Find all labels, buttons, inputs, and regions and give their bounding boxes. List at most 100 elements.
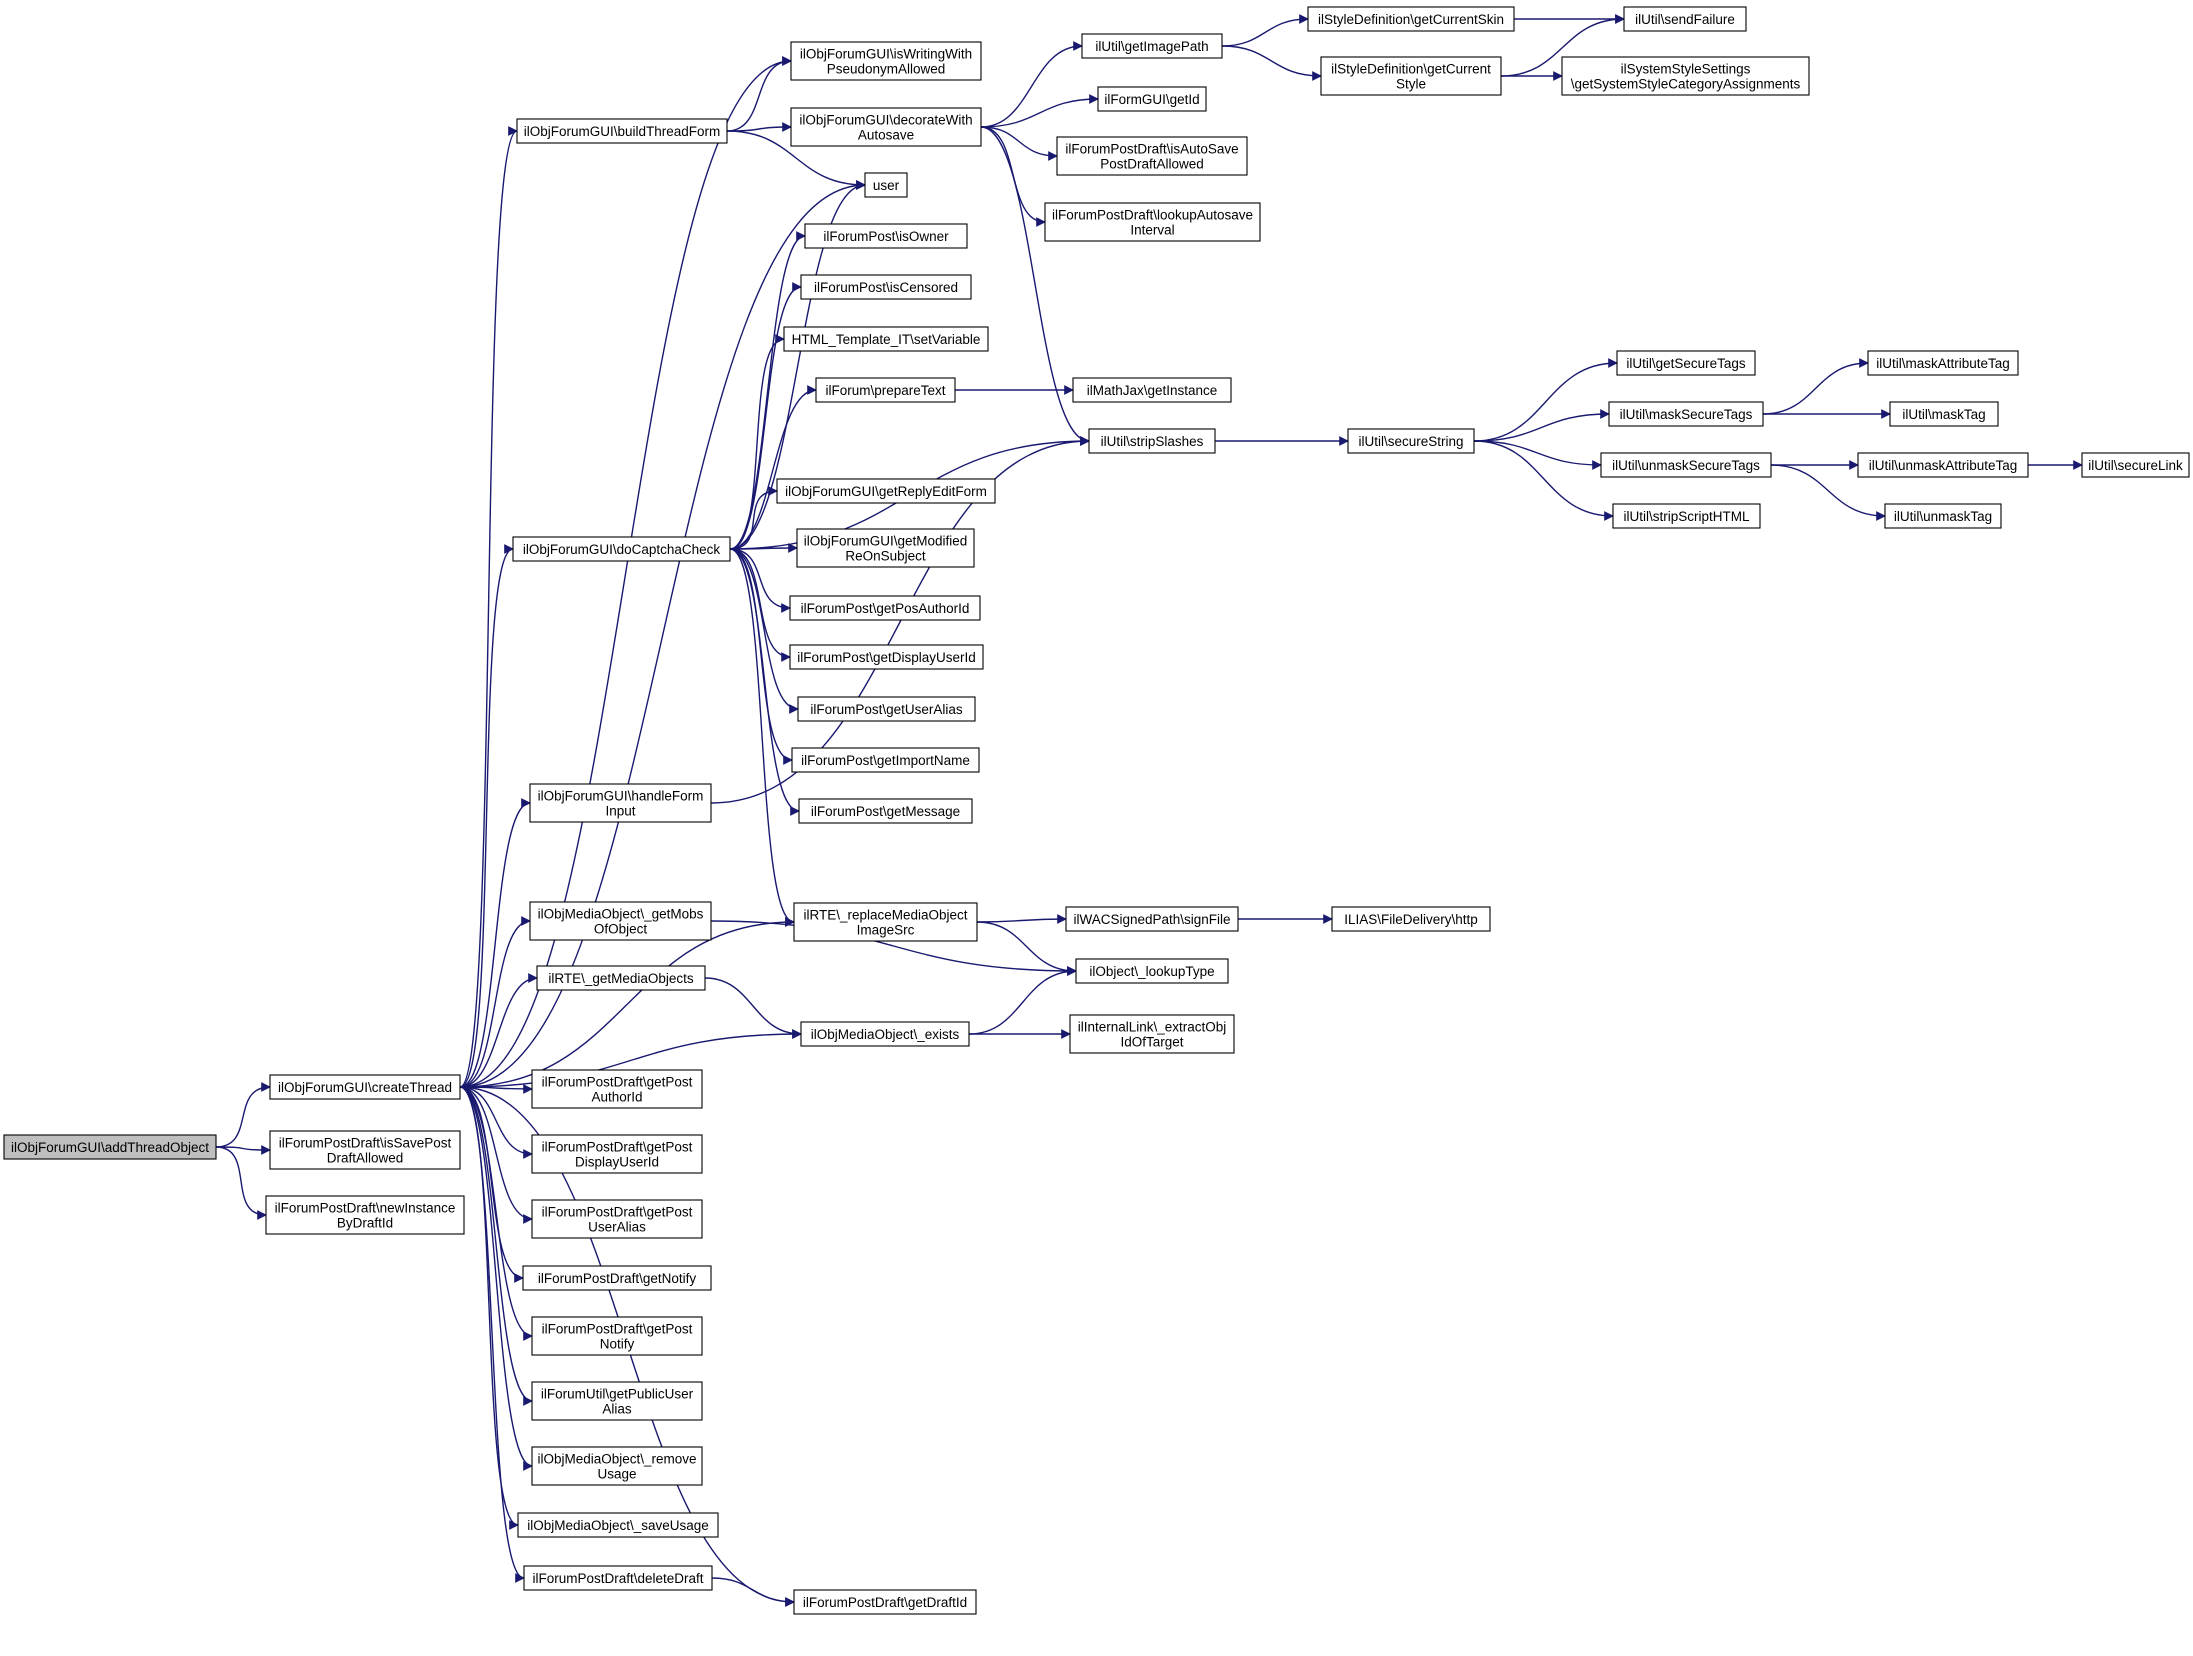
node-box [1097, 86, 1207, 112]
edge-do-captcha-check-to-is-censored [729, 282, 802, 550]
node-label: OfObject [594, 922, 648, 937]
node-is-censored[interactable]: ilForumPost\isCensored [800, 274, 972, 300]
node-box [531, 1134, 703, 1174]
edge-create-thread-to-save-usage [459, 1086, 519, 1530]
node-label: Notify [600, 1337, 635, 1352]
edge-line [1473, 440, 1614, 521]
node-get-import-name[interactable]: ilForumPost\getImportName [791, 747, 980, 773]
node-secure-link[interactable]: ilUtil\secureLink [2081, 452, 2190, 478]
node-label: ilForumPostDraft\getDraftId [803, 1595, 967, 1610]
edge-create-thread-to-replace-media-object-image-src [459, 917, 795, 1088]
node-get-system-style-category-assignments[interactable]: ilSystemStyleSettings\getSystemStyleCate… [1561, 56, 1810, 96]
node-get-notify[interactable]: ilForumPostDraft\getNotify [522, 1265, 712, 1291]
node-label: ilObjForumGUI\isWritingWith [800, 47, 972, 62]
node-mask-tag[interactable]: ilUtil\maskTag [1889, 401, 1999, 427]
node-get-pos-author-id[interactable]: ilForumPost\getPosAuthorId [789, 595, 981, 621]
node-box [790, 41, 982, 81]
edge-build-thread-form-to-is-writing-with-pseudonym-allowed [726, 56, 792, 132]
node-get-media-objects[interactable]: ilRTE\_getMediaObjects [536, 965, 706, 991]
edge-do-captcha-check-to-user [729, 180, 866, 550]
edge-delete-draft-to-get-draft-id [711, 1577, 795, 1607]
node-lookup-type[interactable]: ilObject\_lookupType [1075, 958, 1229, 984]
node-strip-script-html[interactable]: ilUtil\stripScriptHTML [1612, 503, 1761, 529]
node-http[interactable]: ILIAS\FileDelivery\http [1331, 906, 1491, 932]
edge-line [459, 1086, 533, 1341]
node-send-failure[interactable]: ilUtil\sendFailure [1623, 6, 1747, 32]
edge-create-thread-to-handle-form-input [459, 798, 531, 1088]
node-unmask-attribute-tag[interactable]: ilUtil\unmaskAttributeTag [1857, 452, 2029, 478]
edge-create-thread-to-exists [459, 1029, 802, 1088]
node-create-thread[interactable]: ilObjForumGUI\createThread [269, 1074, 461, 1100]
node-label: ilObjForumGUI\decorateWith [799, 113, 972, 128]
node-box [1065, 906, 1239, 932]
node-secure-string[interactable]: ilUtil\secureString [1347, 428, 1475, 454]
node-label: ilUtil\unmaskAttributeTag [1869, 458, 2018, 473]
node-is-auto-save-post-draft-allowed[interactable]: ilForumPostDraft\isAutoSavePostDraftAllo… [1056, 136, 1248, 176]
node-label: PostDraftAllowed [1100, 157, 1204, 172]
node-mask-attribute-tag[interactable]: ilUtil\maskAttributeTag [1867, 350, 2019, 376]
node-do-captcha-check[interactable]: ilObjForumGUI\doCaptchaCheck [512, 536, 731, 562]
node-box [864, 172, 908, 198]
node-label: ilFormGUI\getId [1104, 92, 1199, 107]
edge-line [729, 548, 791, 613]
edges [215, 14, 2083, 1607]
node-get-message[interactable]: ilForumPost\getMessage [798, 798, 973, 824]
edge-line [976, 914, 1067, 924]
node-save-usage[interactable]: ilObjMediaObject\_saveUsage [517, 1512, 719, 1538]
node-add-thread-object[interactable]: ilObjForumGUI\addThreadObject [3, 1134, 217, 1160]
node-prepare-text[interactable]: ilForum\prepareText [815, 377, 956, 403]
edge-add-thread-object-to-is-save-post-draft-allowed [215, 1145, 271, 1155]
edge-line [459, 1086, 533, 1406]
node-label: ilForum\prepareText [825, 383, 945, 398]
node-box [1561, 56, 1810, 96]
node-box [789, 595, 981, 621]
node-delete-draft[interactable]: ilForumPostDraft\deleteDraft [523, 1565, 713, 1591]
edge-line [729, 282, 802, 550]
node-get-image-path[interactable]: ilUtil\getImagePath [1081, 33, 1223, 59]
node-box [516, 118, 728, 144]
node-get-current-skin[interactable]: ilStyleDefinition\getCurrentSkin [1307, 6, 1515, 32]
node-build-thread-form[interactable]: ilObjForumGUI\buildThreadForm [516, 118, 728, 144]
node-exists[interactable]: ilObjMediaObject\_exists [800, 1021, 970, 1047]
edge-line [459, 798, 531, 1088]
node-get-reply-edit-form[interactable]: ilObjForumGUI\getReplyEditForm [776, 478, 996, 504]
node-is-owner[interactable]: ilForumPost\isOwner [804, 223, 968, 249]
node-box [1616, 350, 1756, 376]
node-get-secure-tags[interactable]: ilUtil\getSecureTags [1616, 350, 1756, 376]
node-mask-secure-tags[interactable]: ilUtil\maskSecureTags [1608, 401, 1764, 427]
node-unmask-tag[interactable]: ilUtil\unmaskTag [1884, 503, 2002, 529]
node-get-display-user-id[interactable]: ilForumPost\getDisplayUserId [789, 644, 984, 670]
node-get-draft-id[interactable]: ilForumPostDraft\getDraftId [793, 1589, 977, 1615]
node-strip-slashes[interactable]: ilUtil\stripSlashes [1088, 428, 1216, 454]
node-label: ilRTE\_getMediaObjects [548, 971, 694, 986]
node-is-writing-with-pseudonym-allowed[interactable]: ilObjForumGUI\isWritingWithPseudonymAllo… [790, 41, 982, 81]
node-set-variable[interactable]: HTML_Template_IT\setVariable [783, 326, 989, 352]
node-sign-file[interactable]: ilWACSignedPath\signFile [1065, 906, 1239, 932]
edge-create-thread-to-remove-usage [459, 1086, 533, 1471]
node-box [512, 536, 731, 562]
node-get-id[interactable]: ilFormGUI\getId [1097, 86, 1207, 112]
node-get-math-jax-instance[interactable]: ilMathJax\getInstance [1072, 377, 1232, 403]
node-user[interactable]: user [864, 172, 908, 198]
edge-secure-string-to-unmask-secure-tags [1473, 440, 1602, 470]
node-label: ilStyleDefinition\getCurrentSkin [1318, 12, 1504, 27]
node-get-user-alias[interactable]: ilForumPost\getUserAlias [797, 696, 976, 722]
node-label: ilForumPost\isOwner [823, 229, 949, 244]
node-unmask-secure-tags[interactable]: ilUtil\unmaskSecureTags [1600, 452, 1772, 478]
